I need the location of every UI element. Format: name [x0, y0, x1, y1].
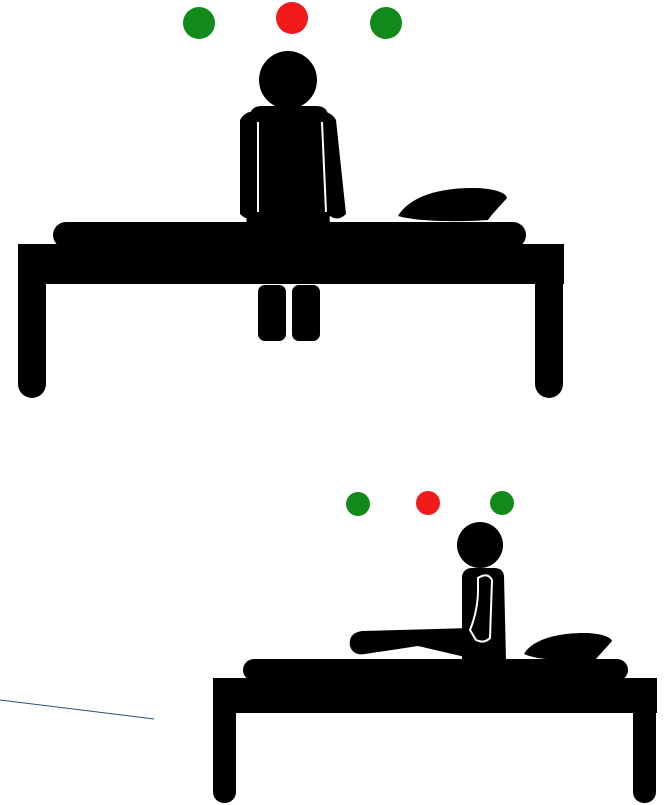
scene-sitting-on-edge — [18, 2, 564, 398]
bed-leg-left — [213, 700, 236, 803]
indicator-lights-top — [183, 2, 402, 39]
bed-icon — [18, 222, 564, 398]
indicator-lights-bottom — [346, 491, 514, 516]
person-arm-left — [240, 112, 258, 219]
bed-frame-rail — [213, 678, 657, 713]
indicator-left-green — [346, 492, 370, 516]
mattress — [243, 659, 628, 681]
bed-leg-right — [535, 270, 563, 398]
indicator-right-green — [490, 491, 514, 515]
scene-sitting-up-in-bed — [213, 491, 657, 803]
indicator-center-red — [276, 2, 308, 34]
person-legs-icon — [258, 285, 320, 341]
bed-leg-right — [633, 700, 656, 803]
indicator-center-red — [416, 491, 440, 515]
pillow-icon — [398, 188, 507, 221]
person-head — [457, 522, 503, 568]
person-icon — [350, 522, 506, 660]
person-legs — [350, 628, 478, 660]
pillow-icon — [524, 633, 612, 660]
bed-leg-left — [18, 270, 46, 398]
bed-icon — [213, 659, 657, 803]
connector-line — [0, 700, 154, 719]
bed-frame-rail — [18, 244, 564, 284]
person-head — [259, 51, 317, 109]
person-icon — [240, 51, 346, 236]
indicator-left-green — [183, 7, 215, 39]
indicator-right-green — [370, 7, 402, 39]
